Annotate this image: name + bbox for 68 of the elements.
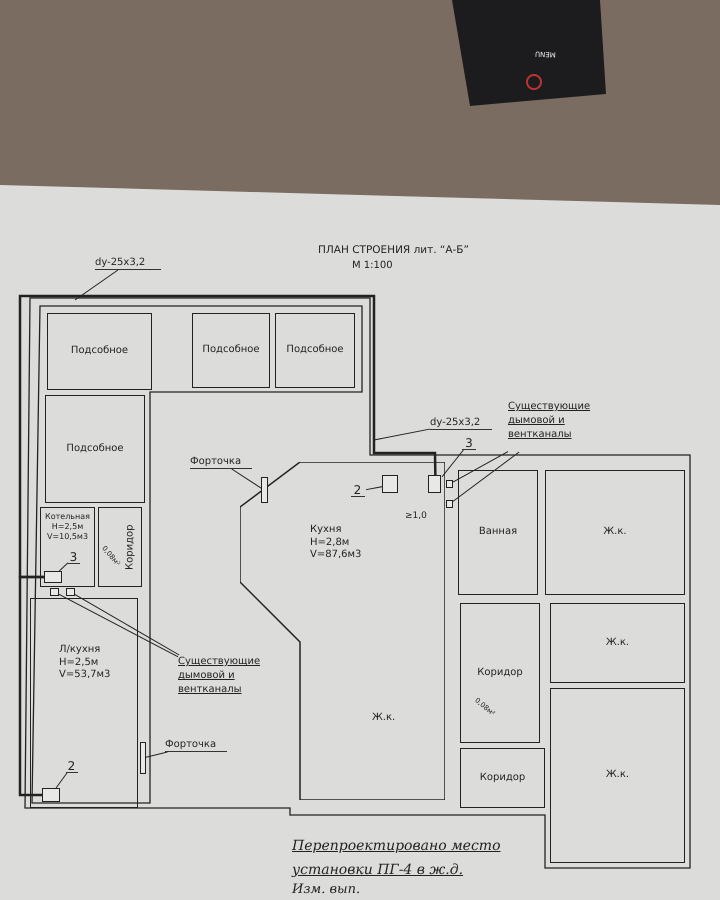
callout-text: Существующие дымовой и вентканалы — [178, 655, 270, 707]
callout-number: 2 — [350, 482, 364, 496]
leader-line — [58, 562, 68, 572]
vent-channel — [446, 500, 453, 508]
room-outline — [550, 688, 685, 863]
room-outline — [550, 603, 685, 683]
room-name: Ж.к. — [606, 769, 630, 782]
room-dimension: V=87,6м3 — [310, 549, 362, 562]
handwritten-note: Изм. вып. — [292, 882, 360, 897]
callout-text: Форточка — [165, 738, 227, 752]
room-dimension: H=2,5м — [59, 656, 98, 669]
leader-line — [56, 772, 68, 788]
room-outline — [275, 313, 355, 388]
callout-text: dy-25x3,2 — [430, 416, 492, 430]
callout-number: 3 — [68, 550, 80, 564]
room-name: Ж.к. — [603, 526, 627, 539]
gas-pipe — [18, 294, 437, 578]
leader-line — [452, 451, 508, 483]
room-name: Ванная — [478, 526, 518, 539]
gas-pipe — [18, 576, 44, 796]
leader-line — [231, 468, 262, 490]
leader-line — [74, 594, 180, 656]
leader-line — [146, 752, 168, 758]
room-name: Коридор — [477, 666, 523, 680]
callout-number: 3 — [462, 436, 476, 450]
room-name: Подсобное — [286, 344, 344, 357]
leader-line — [74, 270, 118, 300]
callout-text: Существующие дымовой и вентканалы — [508, 400, 600, 452]
room-name: Ж.к. — [606, 636, 630, 650]
room-outline — [545, 470, 685, 595]
handwritten-note: Перепроектировано место установки ПГ-4 в ж.д. — [292, 837, 502, 880]
room-outline — [458, 470, 538, 595]
dimension-text: ≥1,0 — [405, 511, 427, 521]
leader-line — [374, 428, 430, 440]
room-outline — [45, 395, 145, 503]
room-outline — [192, 313, 270, 388]
room-name: Подсобное — [70, 345, 128, 358]
room-name: Л/кухня — [59, 644, 100, 656]
room-outline — [460, 748, 545, 808]
leader-line — [366, 486, 384, 490]
room-name: Коридор — [124, 524, 137, 570]
plan-title: ПЛАН СТРОЕНИЯ лит. “А-Б” — [318, 244, 469, 256]
room-dimension: V=53,7м3 — [59, 669, 110, 682]
room-name: Кухня — [310, 524, 342, 536]
leader-line — [442, 450, 464, 478]
room-dimension: H=2,5м — [52, 522, 84, 532]
room-name: Подсобное — [66, 442, 124, 456]
leader-line — [58, 594, 178, 658]
room-outline — [40, 507, 95, 587]
callout-number: 2 — [66, 758, 78, 772]
vent-channel — [50, 588, 59, 596]
room-name: Ж.к. — [372, 712, 396, 723]
room-outline — [30, 598, 138, 808]
callout-text: dy-25x3,2 — [95, 256, 161, 270]
vent-channel — [446, 480, 453, 488]
leader-line — [452, 452, 520, 502]
window-symbol — [140, 742, 146, 774]
vent-channel — [66, 588, 75, 596]
room-name: Подсобное — [202, 344, 260, 357]
room-name: Коридор — [480, 772, 526, 784]
room-dimension: H=2,8м — [310, 536, 350, 549]
room-name: Котельная — [45, 512, 90, 522]
scale-note: М 1:100 — [352, 260, 393, 271]
room-outline — [98, 507, 142, 587]
room-outline — [47, 313, 152, 390]
callout-text: Форточка — [190, 455, 252, 469]
room-outline — [460, 603, 540, 743]
room-dimension: V=10,5м3 — [46, 532, 88, 542]
